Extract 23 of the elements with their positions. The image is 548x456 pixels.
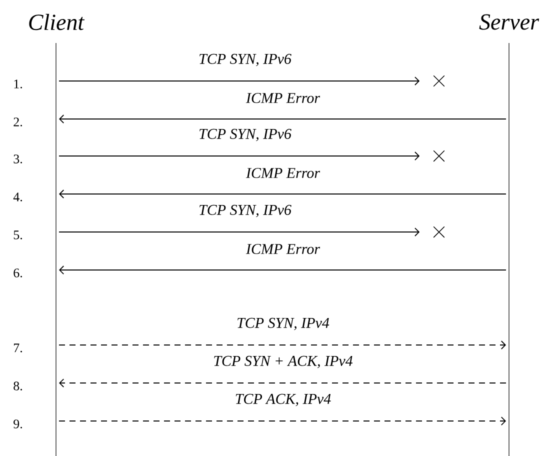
arrow <box>58 340 506 350</box>
cross-mark <box>433 150 445 162</box>
edge-label: TCP ACK, IPv4 <box>236 394 331 406</box>
cross-mark <box>433 226 445 238</box>
lifeline: Client <box>29 14 85 456</box>
lifeline: Server <box>479 14 540 456</box>
arrow <box>59 114 506 124</box>
edge-label: ICMP Error <box>246 244 320 254</box>
arrow <box>58 416 506 426</box>
edge-label: TCP SYN, IPv6 <box>200 54 292 66</box>
arrow <box>59 378 506 388</box>
cross-mark <box>433 75 445 87</box>
arrow <box>59 190 506 198</box>
edge-label: TCP SYN, IPv4 <box>238 318 330 330</box>
arrow <box>59 266 506 274</box>
edge-label: TCP SYN, IPv6 <box>200 128 292 142</box>
arrow <box>58 228 420 236</box>
edge-label: ICMP Error <box>246 168 320 178</box>
arrow <box>58 76 420 86</box>
arrow <box>58 152 420 160</box>
edge-label: TCP SYN + ACK, IPv4 <box>214 356 353 368</box>
edge-label: TCP SYN, IPv6 <box>200 204 292 218</box>
edge-label: ICMP Error <box>246 92 320 104</box>
